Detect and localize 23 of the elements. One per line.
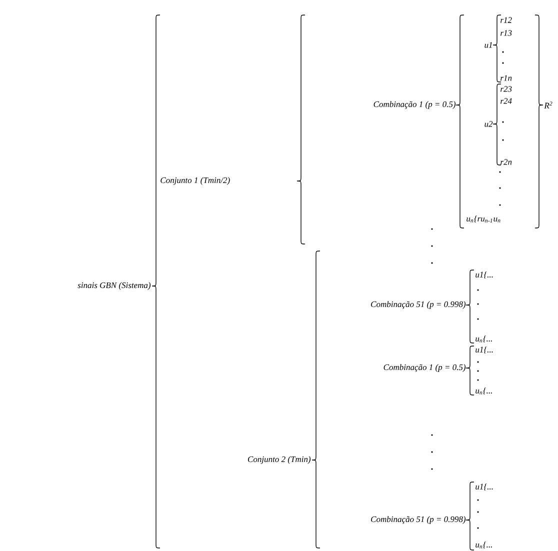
term-label: u$_{n}${...: [476, 541, 492, 549]
term-label: Conjunto 2 (Tmin): [248, 456, 311, 464]
term-label: u1{...: [476, 346, 493, 354]
term-label: u$_{n}${ru$_{n-1}$u$_{n}$: [466, 215, 500, 223]
term-label: r2n: [500, 159, 512, 165]
term-label: Combinação 1 (p = 0.5): [384, 364, 466, 372]
term-label: r12: [500, 17, 512, 23]
term-label: u1{...: [476, 483, 493, 491]
term-label: r23: [500, 86, 512, 92]
term-label: r13: [500, 30, 512, 36]
term-label: Combinação 51 (p = 0.998): [371, 301, 466, 309]
term-label: R$^{2}$: [544, 102, 552, 108]
term-label: sinais GBN (Sistema): [78, 282, 151, 290]
term-label: Combinação 1 (p = 0.5): [374, 101, 456, 109]
term-label: Conjunto 1 (Tmin/2): [160, 177, 230, 185]
term-label: Combinação 51 (p = 0.998): [371, 516, 466, 524]
term-label: u2: [484, 121, 493, 127]
term-label: u$_{n}${...: [476, 335, 492, 343]
term-label: u1: [484, 42, 492, 48]
term-label: u1{...: [476, 271, 493, 279]
term-label: r1n: [500, 75, 512, 81]
term-label: r24: [500, 98, 512, 104]
term-label: u$_{n}${...: [476, 387, 492, 395]
